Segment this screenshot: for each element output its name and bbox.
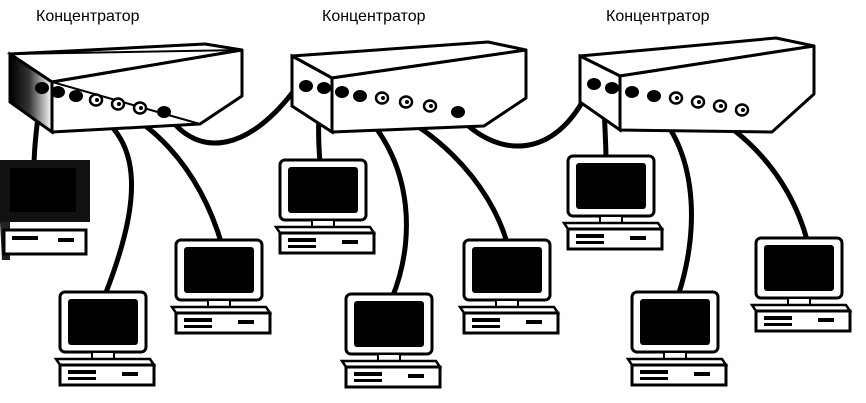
hub-label-3: Концентратор — [606, 8, 710, 25]
computer-3 — [170, 238, 272, 335]
computer-9 — [750, 236, 852, 333]
computer-4 — [274, 158, 376, 255]
hub-label-2: Концентратор — [322, 8, 426, 25]
computer-8 — [626, 290, 728, 387]
cable-hub2-hub3 — [457, 79, 595, 149]
hub-2 — [290, 40, 528, 135]
hub-1 — [6, 42, 244, 135]
hub-label-1: Концентратор — [36, 8, 140, 25]
computer-6 — [458, 238, 560, 335]
computer-5 — [340, 292, 442, 389]
hub-3 — [578, 36, 816, 134]
computer-2 — [54, 290, 156, 387]
computer-7 — [562, 154, 664, 251]
computer-1 — [0, 160, 90, 260]
cable-hub1-hub2 — [165, 85, 299, 146]
